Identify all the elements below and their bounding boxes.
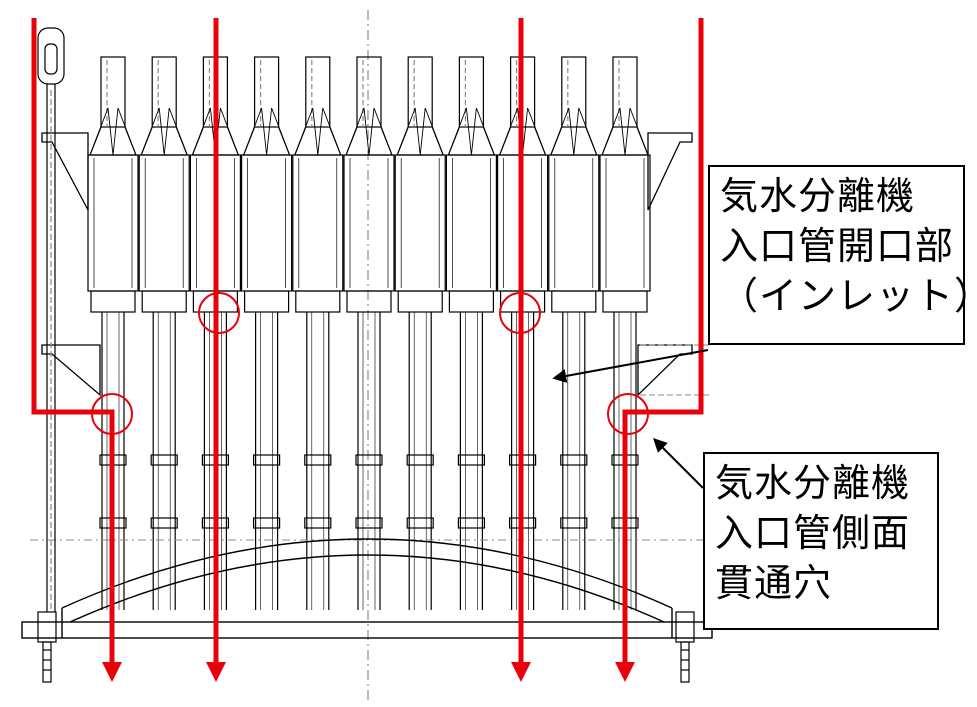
separator-unit	[548, 56, 600, 610]
guide-rod	[37, 27, 65, 612]
callout-inlet: 気水分離機 入口管開口部 （インレット）	[708, 165, 977, 345]
separator-unit	[292, 56, 344, 610]
highlight-circle-side-right	[607, 393, 649, 435]
lower-bracket-right	[637, 344, 693, 397]
separator-unit	[241, 56, 293, 610]
shroud-head	[21, 538, 713, 639]
separator-unit	[138, 56, 190, 610]
separator-unit	[445, 56, 497, 610]
separator-unit	[343, 56, 395, 610]
highlight-circles	[91, 292, 649, 435]
upper-bracket-left	[41, 132, 89, 211]
leader-arrow-side-hole	[653, 438, 704, 489]
lower-bracket-left	[41, 344, 101, 397]
callout-side-hole: 気水分離機 入口管側面 貫通穴	[703, 452, 939, 630]
separator-array	[87, 56, 651, 610]
callout-inlet-line-3: （インレット）	[720, 274, 977, 318]
flow-paths	[31, 18, 704, 682]
callout-side-hole-line-2: 入口管側面	[715, 511, 911, 555]
flow-path-left	[31, 18, 122, 682]
separator-unit	[87, 56, 139, 610]
highlight-circle-inlet-right	[499, 292, 541, 334]
callout-inlet-line-1: 気水分離機	[720, 174, 916, 218]
highlight-circle-inlet-left	[198, 292, 240, 334]
bolt-right	[675, 611, 695, 683]
flow-path-right	[615, 18, 704, 682]
callout-inlet-line-2: 入口管開口部	[720, 224, 955, 268]
highlight-circle-side-left	[91, 393, 133, 435]
separator-unit	[394, 56, 446, 610]
callout-side-hole-line-3: 貫通穴	[715, 561, 833, 605]
callout-side-hole-line-1: 気水分離機	[715, 461, 911, 505]
leader-arrow-inlet	[552, 349, 709, 383]
upper-bracket-right	[647, 132, 693, 211]
